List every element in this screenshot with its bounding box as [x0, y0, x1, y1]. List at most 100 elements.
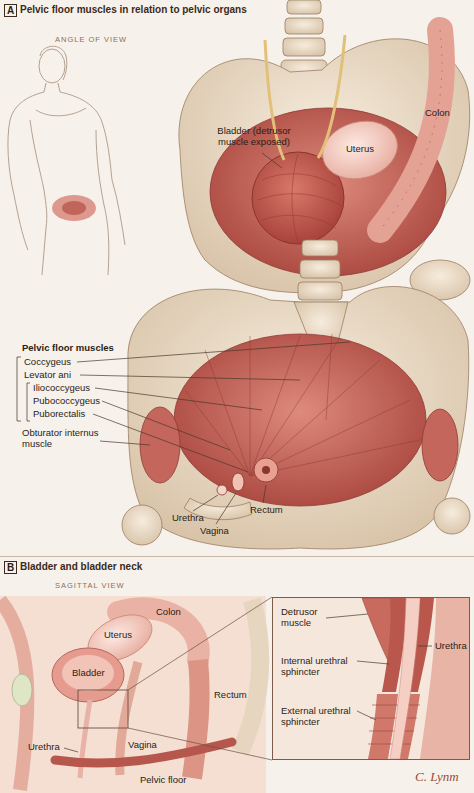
muscle-fibre — [326, 334, 332, 420]
muscle-label: Iliococcygeus — [33, 383, 90, 394]
panel-title: Bladder and bladder neck — [20, 560, 142, 573]
view-note: ANGLE OF VIEW — [55, 36, 127, 45]
sketch-pelvis — [62, 201, 86, 215]
sketch-hair — [40, 46, 67, 80]
sketch-pelvis — [52, 195, 96, 221]
leader-line — [193, 495, 218, 511]
panel-letter: A — [4, 4, 17, 17]
uterus — [316, 113, 404, 187]
anatomy-label: Urethra — [435, 641, 467, 652]
zoom-box — [78, 690, 128, 728]
sacrum — [240, 600, 260, 752]
body-tissue — [0, 596, 266, 793]
vertebra — [283, 38, 325, 56]
vertebra — [285, 18, 323, 34]
muscle-label: Coccygeus — [24, 357, 71, 368]
vertebra — [298, 282, 342, 300]
leader-line — [263, 485, 266, 503]
muscle-label: Pubococcygeus — [33, 396, 100, 407]
organ-label: Rectum — [250, 505, 283, 516]
figure-panel: BBladder and bladder neckDetrusor muscle… — [0, 557, 474, 793]
sphincter-stripe — [370, 718, 417, 719]
obturator-internus — [422, 409, 458, 481]
anatomy-label: External urethral sphincter — [281, 706, 363, 728]
anatomy-label: Internal urethral sphincter — [281, 656, 363, 678]
panel-title: Pelvic floor muscles in relation to pelv… — [20, 3, 247, 16]
group-heading: Pelvic floor muscles — [22, 343, 114, 354]
leader-line — [418, 646, 432, 647]
bladder-neck-inset — [272, 597, 470, 760]
organ-label: Colon — [156, 607, 181, 618]
leader-line — [100, 441, 150, 445]
figure-sketch — [8, 46, 125, 275]
vertebra — [300, 260, 340, 278]
urethra-opening — [217, 485, 227, 495]
detrusor-fibre — [258, 194, 342, 206]
organ-label: Colon — [425, 108, 450, 119]
muscle-fibre — [250, 338, 340, 476]
detrusor-fibre — [292, 154, 298, 242]
leader-line — [80, 375, 300, 380]
figure-panel: APelvic floor muscles in relation to pel… — [0, 0, 474, 556]
organ-label: Urethra — [172, 513, 204, 524]
sketch-leg — [30, 120, 47, 275]
sketch-leg — [96, 130, 109, 275]
vertebra — [302, 240, 338, 256]
panel-divider — [0, 556, 474, 557]
sphincter-stripe — [372, 705, 420, 706]
bladder-lumen — [62, 655, 114, 691]
organ-label: Vagina — [128, 740, 157, 751]
muscle-fibre — [250, 336, 300, 476]
sketch-torso — [8, 83, 46, 250]
leader-line — [262, 153, 282, 168]
leader-line — [357, 661, 389, 664]
pubic-bone — [12, 674, 32, 706]
vertebra — [287, 0, 321, 14]
leader-line — [93, 414, 248, 472]
rectum-lumen — [262, 466, 270, 474]
femur-head — [122, 505, 162, 545]
vagina-opening — [232, 473, 244, 491]
pelvis-organs — [179, 0, 470, 300]
leader-line — [326, 614, 368, 618]
hip-bone — [128, 286, 469, 549]
rectum-opening — [254, 458, 278, 482]
inset-panel: Detrusor muscleUrethraInternal urethral … — [272, 597, 470, 760]
sketch-chest — [36, 108, 86, 116]
organ-label: Uterus — [346, 144, 374, 155]
organ-label: Uterus — [104, 630, 132, 641]
leader-line — [216, 493, 236, 524]
muscle-fibre — [205, 350, 250, 476]
leader-line — [77, 342, 350, 362]
inset-ground — [272, 597, 470, 760]
ureter — [318, 35, 345, 158]
group-bracket — [27, 383, 30, 421]
pelvic-floor-muscle — [174, 334, 426, 506]
organ-label: Bladder (detrusor muscle exposed) — [208, 126, 300, 148]
detrusor-fibre — [262, 174, 336, 186]
muscle-fibre — [185, 390, 250, 476]
leader-line — [357, 711, 376, 720]
sphincter-stripe — [368, 744, 411, 745]
organ-label: Pelvic floor — [140, 775, 186, 786]
sketch-torso — [58, 83, 112, 180]
sphincter-stripe — [369, 731, 414, 732]
organ-label: Bladder — [72, 668, 105, 679]
muscle-label: Levator ani — [24, 370, 71, 381]
sagittal-view — [0, 596, 272, 793]
organ-label: Rectum — [214, 690, 247, 701]
detrusor-fibre — [262, 215, 336, 228]
rectum — [192, 660, 200, 778]
organ-label: Vagina — [200, 526, 229, 537]
zoom-line — [128, 597, 272, 690]
anatomy-label: Detrusor muscle — [281, 607, 341, 629]
sketch-head — [39, 49, 65, 83]
bladder — [52, 648, 124, 702]
artist-signature: C. Lynm — [415, 770, 459, 785]
group-bracket — [17, 357, 21, 421]
leader-line — [64, 748, 78, 752]
femur-head — [434, 498, 470, 534]
pelvic-floor-view — [122, 240, 470, 549]
